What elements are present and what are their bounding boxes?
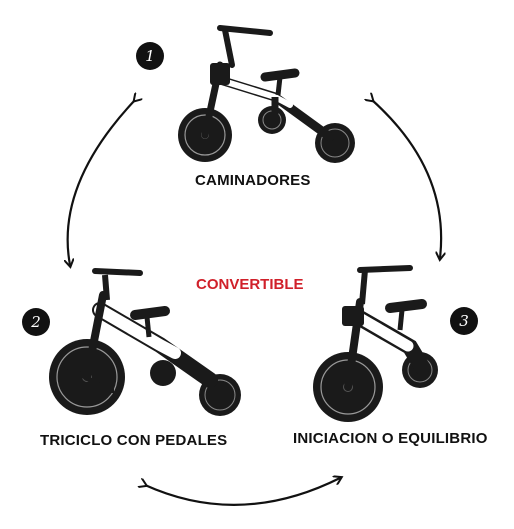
arrow-left-double — [68, 100, 135, 265]
step-badge-2: 2 — [22, 308, 50, 336]
bike-walker-illustration — [178, 25, 355, 163]
step-badge-1: 1 — [136, 42, 164, 70]
arrow-right-double — [372, 100, 441, 258]
label-convertible: CONVERTIBLE — [196, 276, 304, 293]
rear-wheel-left — [258, 106, 286, 134]
label-caminadores: CAMINADORES — [195, 172, 311, 189]
bike-tricycle-illustration — [49, 268, 241, 416]
bike-balance-illustration — [313, 265, 438, 422]
arrow-bottom-double — [145, 478, 340, 506]
label-iniciacion: INICIACION O EQUILIBRIO — [293, 430, 488, 447]
label-triciclo: TRICICLO CON PEDALES — [40, 432, 228, 449]
step-badge-3: 3 — [450, 307, 478, 335]
cycle-arrows — [68, 100, 442, 506]
